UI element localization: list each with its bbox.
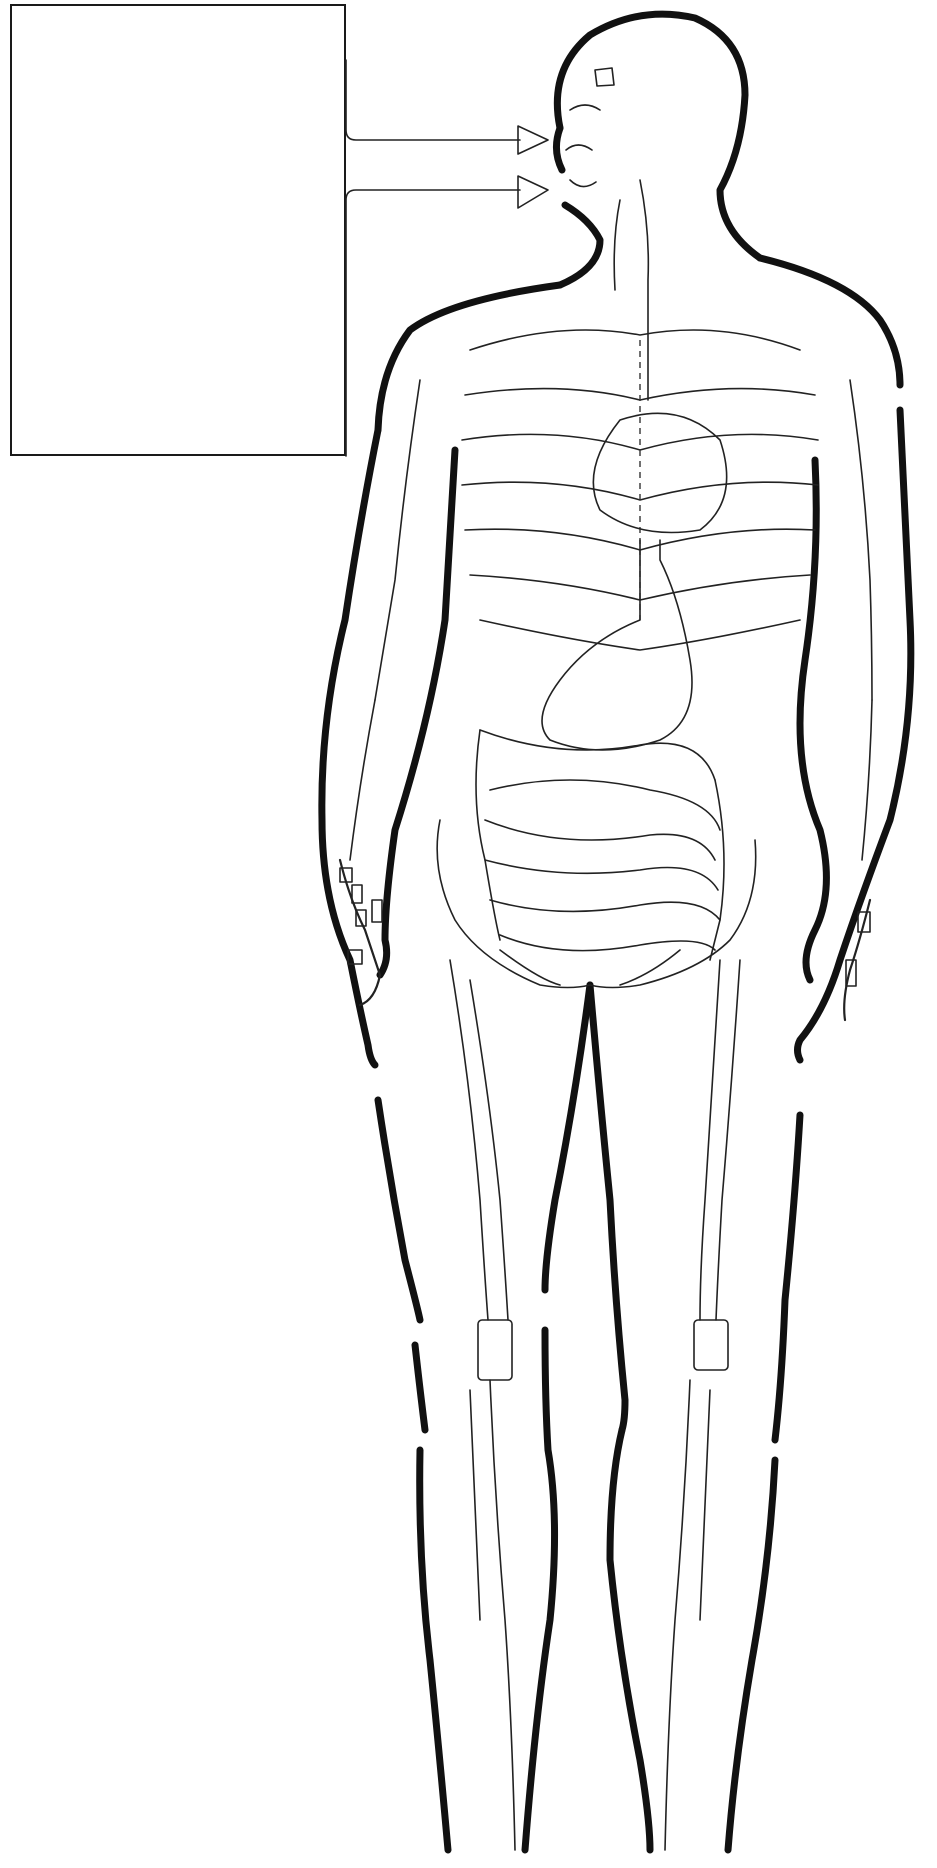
right-femur-inner [716, 960, 740, 1320]
arrow-head-lower [518, 176, 548, 208]
left-thigh-inner [545, 985, 590, 1290]
left-femur-outer [450, 960, 488, 1320]
right-humerus [850, 380, 872, 700]
connector-upper [346, 60, 520, 140]
nose-detail [570, 105, 600, 110]
arm-bones [350, 380, 872, 860]
right-forearm [862, 700, 872, 860]
right-arm-inner [800, 460, 826, 980]
left-hand-bone-4 [372, 900, 382, 922]
left-knee-outer [415, 1345, 425, 1430]
left-humerus [375, 380, 420, 700]
right-shoulder-outline [760, 258, 900, 385]
right-tibia [665, 1380, 690, 1850]
pelvis-outline [437, 820, 756, 988]
left-shin-inner [525, 1330, 555, 1850]
left-shin-outer [420, 1450, 448, 1850]
lower-lip-detail [570, 180, 596, 187]
body-outline [322, 14, 911, 1850]
intestine-loop-5 [500, 935, 715, 951]
eye-detail [595, 68, 614, 86]
label-connectors [346, 60, 548, 456]
intestines [476, 730, 724, 960]
left-arm-inner [380, 450, 455, 975]
clavicle [470, 330, 800, 350]
left-hand-bone-2 [352, 885, 362, 903]
left-tibia [490, 1380, 515, 1850]
right-fibula [700, 1390, 710, 1620]
left-kneecap [478, 1320, 512, 1380]
left-arm-outer [322, 430, 378, 1065]
heart-region [593, 413, 726, 532]
left-fibula [470, 1390, 480, 1620]
right-kneecap [694, 1320, 728, 1370]
ascending-colon [476, 730, 500, 940]
trachea-line [614, 200, 620, 290]
intestine-loop-1 [490, 780, 720, 830]
pelvis [437, 820, 756, 988]
rib-6 [480, 620, 800, 650]
upper-lip-detail [566, 145, 592, 150]
right-femur-outer [700, 960, 720, 1320]
right-thigh-inner [590, 985, 625, 1430]
arrow-head-upper [518, 126, 548, 154]
left-forearm [350, 700, 375, 860]
connector-lower [346, 190, 520, 456]
right-shin-inner [610, 1430, 650, 1850]
descending-colon [710, 780, 724, 960]
leg-bones [450, 960, 740, 1850]
esophagus-line [640, 180, 648, 400]
intestine-loop-2 [485, 820, 715, 860]
face-details [566, 68, 648, 400]
chin-neck-outline [560, 205, 600, 285]
pelvis-inner-right [620, 950, 680, 985]
right-shin-outer [728, 1460, 775, 1850]
face-outline [556, 128, 562, 170]
intestine-loop-4 [490, 900, 720, 920]
right-thigh-outer [775, 1115, 800, 1440]
left-thigh-outer [378, 1100, 420, 1320]
left-shoulder-outline [378, 285, 560, 430]
hands [340, 860, 870, 1020]
colon-top [480, 730, 715, 780]
intestine-loop-3 [485, 860, 718, 890]
